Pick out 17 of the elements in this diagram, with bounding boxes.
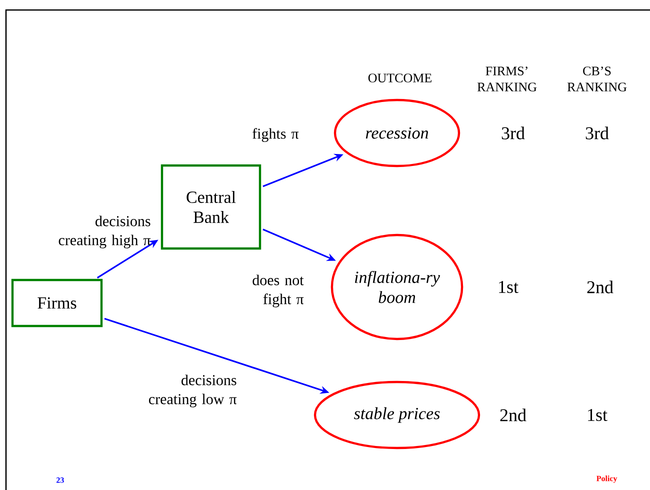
ranking-value: 2nd	[500, 408, 526, 422]
process-box: Central Bank	[160, 164, 262, 250]
ranking-value: 3rd	[502, 126, 525, 140]
ranking-value: 1st	[499, 280, 518, 294]
edge-label: decisions creating low π	[149, 374, 237, 408]
edge-label: fights π	[252, 128, 299, 142]
ranking-value: 3rd	[586, 126, 609, 140]
edge-label: does not fight π	[252, 274, 304, 308]
edge-label: decisions creating high π	[58, 216, 151, 248]
column-header: CB’S RANKING	[567, 66, 627, 92]
ranking-value: 2nd	[587, 280, 614, 294]
ranking-value: 1st	[588, 408, 608, 422]
footer-text: Policy	[596, 476, 618, 483]
page-number: 23	[56, 477, 64, 483]
column-header: OUTCOME	[368, 74, 432, 82]
process-box: Firms	[11, 278, 103, 328]
column-header: FIRMS’ RANKING	[477, 66, 537, 92]
